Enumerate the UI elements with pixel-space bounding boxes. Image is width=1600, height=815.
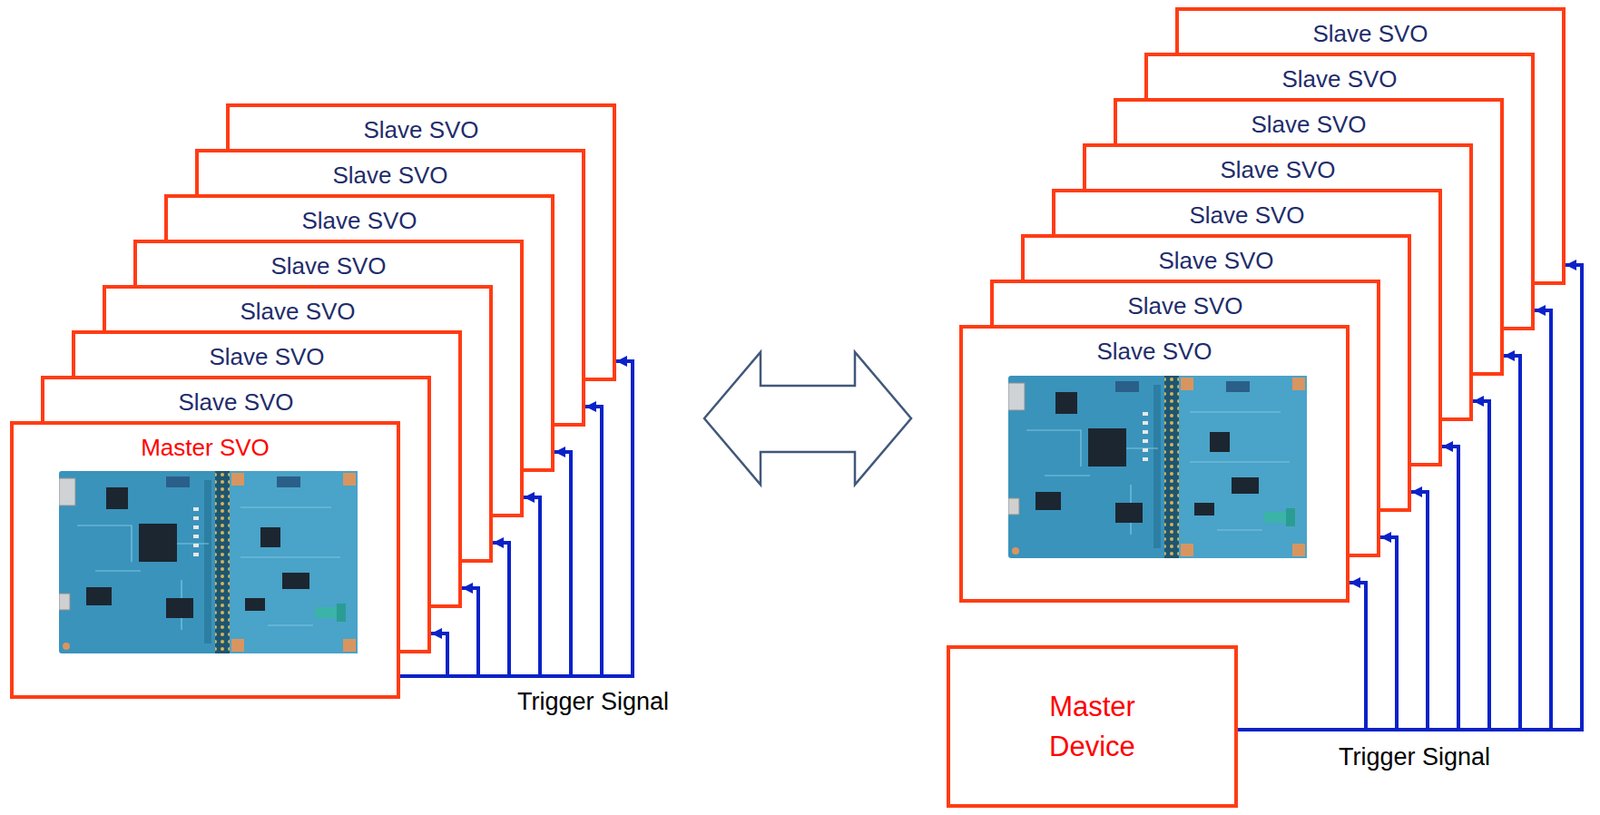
trigger-wire — [1237, 582, 1366, 730]
box-title: Slave SVO — [106, 296, 490, 326]
box-title: Slave SVO — [137, 251, 521, 281]
box-title: Slave SVO — [229, 115, 613, 145]
box-title: Slave SVO — [1024, 245, 1408, 275]
box-title: Slave SVO — [1178, 19, 1562, 49]
box-title: Slave SVO — [1148, 64, 1532, 94]
box-title: Slave SVO — [962, 336, 1346, 366]
box-title: Slave SVO — [198, 160, 582, 190]
master-device-box: Master Device — [946, 645, 1238, 808]
box-title: Slave SVO — [167, 206, 551, 236]
box-title: Master SVO — [13, 432, 397, 462]
board-photo — [1008, 375, 1307, 559]
box-title: Slave SVO — [993, 291, 1377, 321]
box-title: Slave SVO — [1086, 155, 1470, 185]
signal-label: Trigger Signal — [1336, 742, 1493, 772]
board-photo — [1008, 375, 1307, 559]
box-title: Slave SVO — [1117, 109, 1501, 139]
box-title: Slave SVO — [75, 342, 459, 372]
equivalence-arrow — [704, 352, 912, 485]
box-title: Slave SVO — [44, 387, 428, 417]
signal-label: Trigger Signal — [515, 687, 671, 717]
box-title: Master Device — [1033, 687, 1152, 767]
board-photo — [58, 471, 358, 654]
board-photo — [58, 471, 358, 654]
box-title: Slave SVO — [1055, 200, 1439, 230]
